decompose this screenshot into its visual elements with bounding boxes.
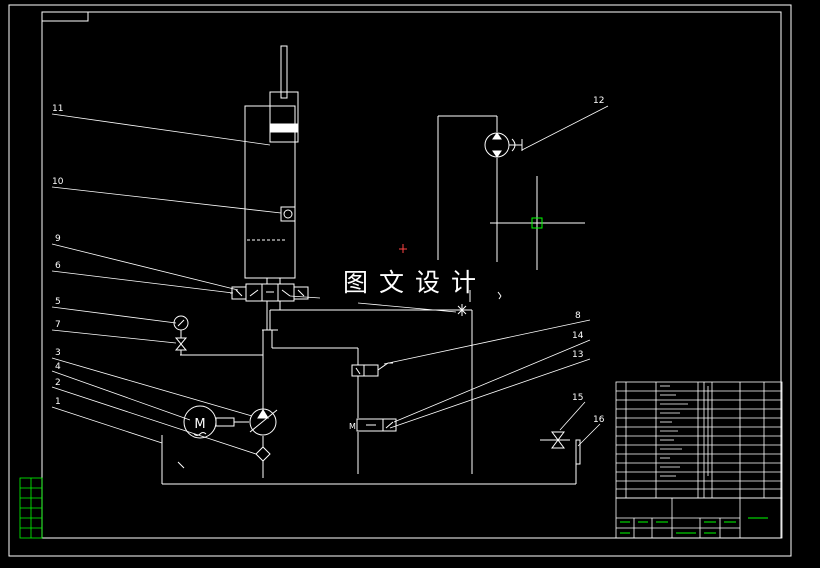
callout-label: 14 [572,331,584,341]
solenoid-valve: M [349,418,397,432]
hydraulic-motor [484,132,523,158]
callout-label: 3 [55,348,61,358]
callout-label: 15 [572,393,583,403]
callout-label: 10 [52,177,64,187]
callout-label: 6 [55,261,61,271]
level-gauge [540,431,581,465]
title-block [615,497,783,539]
throttle-valve [457,304,467,316]
callout-label: 8 [575,311,581,321]
callout-label: 13 [572,350,583,360]
watermark-text: 图文设计 [343,268,488,297]
pipe-lines [161,115,577,485]
revision-strip [19,477,43,539]
parts-list-name-strokes [660,385,709,477]
pressure-gauge [173,315,189,331]
directional-valve [230,283,309,302]
parts-list [615,381,783,499]
cylinder-ports [266,278,281,284]
flow-marks [497,291,502,300]
title-block-green-text [620,517,768,534]
callout-label: 9 [55,234,61,244]
corner-label-box [41,11,89,22]
svg-text:M: M [194,417,205,432]
svg-text:M: M [349,422,356,431]
check-valve [280,206,296,222]
hydraulic-pump [249,408,278,436]
callout-label: 5 [55,297,61,307]
callout-label: 7 [55,320,61,330]
inner-border [41,11,782,539]
callout-label: 4 [55,362,61,372]
callout-label: 11 [52,104,63,114]
callout-label: 2 [55,378,61,388]
relief-valve [351,362,393,377]
crosshair-cursor [490,176,585,270]
red-marker [399,244,407,253]
outer-border [8,4,792,557]
filter [255,446,271,462]
leader-lines [51,105,609,455]
callout-labels: 11 10 9 6 5 7 3 4 2 1 12 8 14 13 15 16 [52,96,605,425]
callout-label: 12 [593,96,604,106]
shutoff-valve [174,337,188,351]
tank-mark [177,461,185,469]
hydraulic-cylinder [244,45,299,279]
electric-motor: M [183,405,249,439]
callout-label: 16 [593,415,605,425]
callout-label: 1 [55,397,61,407]
